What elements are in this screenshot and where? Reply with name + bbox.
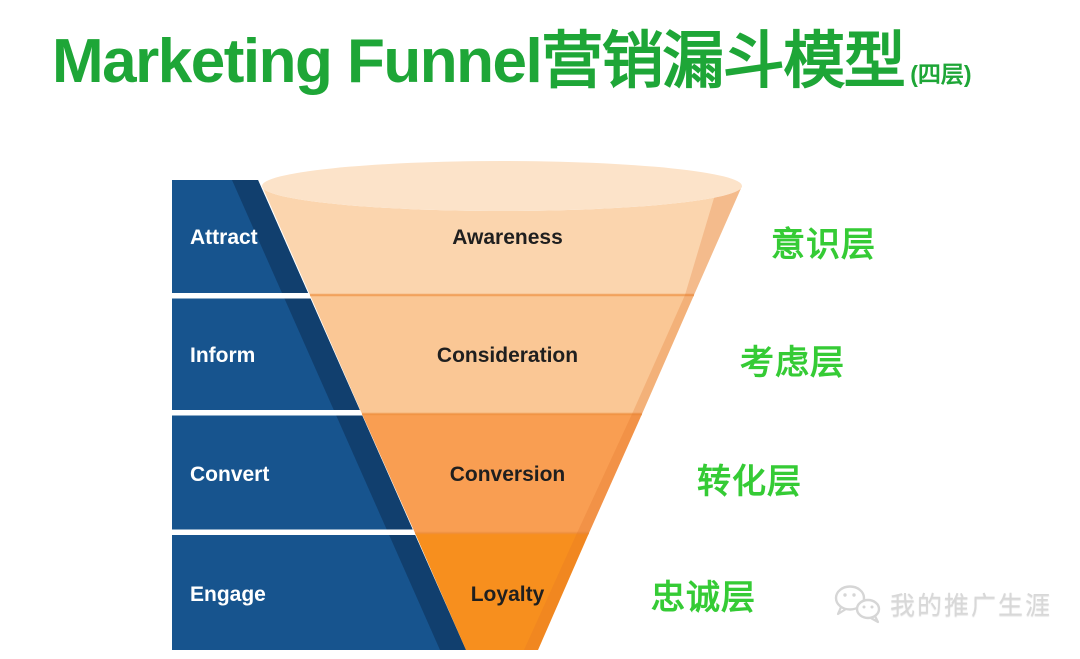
funnel-label-loyalty: Loyalty [470,583,545,606]
watermark: 我的推广生涯 [832,583,1052,625]
page-title-suffix: (四层) [910,61,972,87]
stage-label-attract: Attract [190,226,258,249]
funnel-label-conversion: Conversion [449,463,566,486]
funnel-right-shade [524,186,742,650]
wechat-icon [834,585,881,624]
watermark-text: 我的推广生涯 [890,592,1053,620]
stage-gap-1 [170,293,342,299]
stage-gap-3 [170,529,446,535]
funnel-label-consideration: Consideration [436,344,579,367]
cn-label-awareness: 意识层 [771,226,876,264]
funnel-layer-conversion [362,414,642,533]
cn-label-loyalty: 忠诚层 [651,579,756,617]
funnel-label-awareness: Awareness [452,226,563,249]
funnel-layer-loyalty [415,533,589,650]
funnel-layer-consideration [310,295,694,414]
cn-label-consideration: 考虑层 [740,344,845,382]
stage-label-inform: Inform [190,344,256,367]
stage-label-engage: Engage [190,583,266,606]
funnel-layer-awareness [262,186,742,295]
funnel-top-ellipse [262,161,742,211]
cn-label-conversion: 转化层 [697,463,802,501]
page-title-main: Marketing Funnel营销漏斗模型 [52,27,906,96]
page-title: Marketing Funnel营销漏斗模型 (四层) [52,14,1072,110]
stage-gap-2 [170,410,396,416]
stage-label-convert: Convert [190,463,270,486]
